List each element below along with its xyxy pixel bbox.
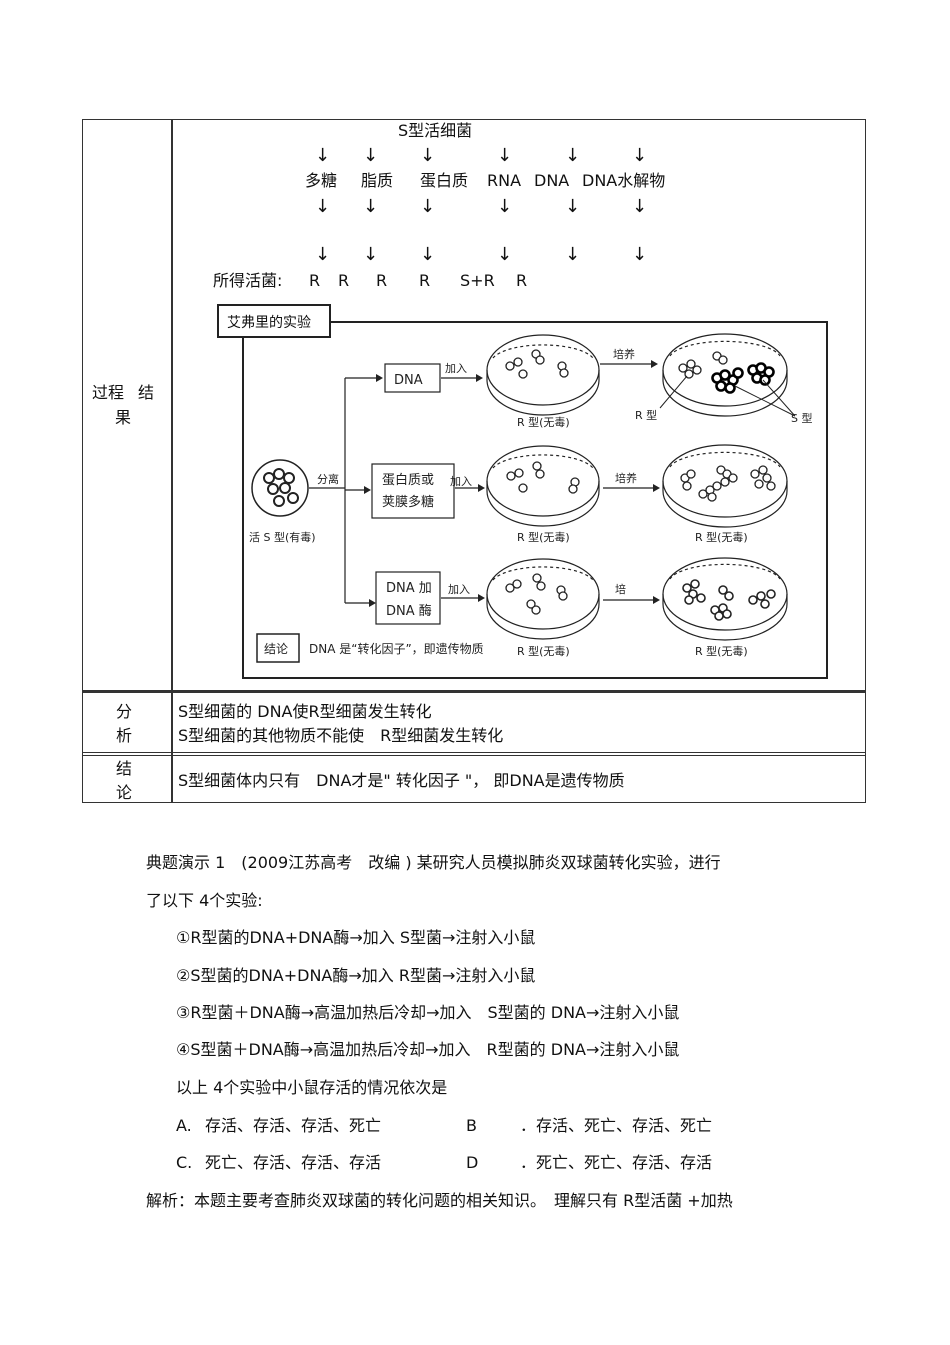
arrow-row2-1: ↓ bbox=[315, 196, 331, 217]
arrow-row2-4: ↓ bbox=[497, 196, 513, 217]
question-intro-line-2: 了以下 4个实验: bbox=[146, 891, 263, 910]
result-label-2: R 型(无毒) bbox=[695, 530, 748, 544]
avery-experiment-figure: 艾弗里的实验 活 S 型(有毒) 分离 DNA 蛋白质或 荚膜多糖 DNA 加 … bbox=[217, 304, 828, 679]
arrow-row2-5: ↓ bbox=[565, 196, 581, 217]
source-label: 活 S 型(有毒) bbox=[249, 530, 316, 544]
box-protein: 蛋白质或 bbox=[382, 472, 434, 488]
s-type-label: S 型 bbox=[791, 411, 812, 425]
survivor-5: S+R bbox=[460, 271, 495, 290]
table-row-divider-2 bbox=[82, 752, 866, 753]
component-rna: RNA bbox=[487, 171, 522, 190]
component-lipid: 脂质 bbox=[361, 171, 394, 190]
option-b-text: ．存活、死亡、存活、死亡 bbox=[520, 1116, 713, 1135]
conclusion-text: S型细菌体内只有 DNA才是" 转化因子 "， 即DNA是遗传物质 bbox=[178, 771, 625, 790]
row3-label-b: 论 bbox=[116, 783, 133, 802]
row3-label-a: 结 bbox=[116, 759, 133, 778]
culture-label-2: 培养 bbox=[615, 471, 637, 485]
arrow-row3-6: ↓ bbox=[632, 244, 648, 265]
dish-label-3: R 型(无毒) bbox=[517, 644, 570, 658]
question-item-1: ①R型菌的DNA+DNA酶→加入 S型菌→注射入小鼠 bbox=[176, 928, 536, 947]
arrow-row1-2: ↓ bbox=[363, 145, 379, 166]
arrow-row1-6: ↓ bbox=[632, 145, 648, 166]
arrow-row2-3: ↓ bbox=[420, 196, 436, 217]
survivor-1: R bbox=[309, 271, 321, 290]
figure-title: 艾弗里的实验 bbox=[227, 315, 311, 331]
option-d-letter: D bbox=[466, 1153, 479, 1172]
question-item-4: ④S型菌＋DNA酶→高温加热后冷却→加入 R型菌的 DNA→注射入小鼠 bbox=[176, 1040, 680, 1059]
conclusion-box-text: DNA 是“转化因子”，即遗传物质 bbox=[309, 641, 484, 656]
box-dnase: DNA 酶 bbox=[386, 603, 432, 619]
survivors-label: 所得活菌: bbox=[213, 271, 283, 290]
dish-label-1: R 型(无毒) bbox=[517, 415, 570, 429]
box-dna: DNA bbox=[394, 373, 423, 388]
arrow-row3-3: ↓ bbox=[420, 244, 436, 265]
survivor-3: R bbox=[376, 271, 388, 290]
question-prompt: 以上 4个实验中小鼠存活的情况依次是 bbox=[176, 1078, 448, 1097]
arrow-row1-3: ↓ bbox=[420, 145, 436, 166]
option-c-text: 死亡、存活、存活、存活 bbox=[205, 1153, 382, 1172]
box-dna-plus: DNA 加 bbox=[386, 581, 432, 596]
arrow-row2-6: ↓ bbox=[632, 196, 648, 217]
survivor-4: R bbox=[419, 271, 431, 290]
arrow-row3-2: ↓ bbox=[363, 244, 379, 265]
row2-label-a: 分 bbox=[116, 702, 133, 721]
analysis-line-2: S型细菌的其他物质不能使 R型细菌发生转化 bbox=[178, 726, 504, 745]
result-label-3: R 型(无毒) bbox=[695, 644, 748, 658]
row2-label-b: 析 bbox=[116, 726, 133, 745]
arrow-row3-5: ↓ bbox=[565, 244, 581, 265]
component-protein: 蛋白质 bbox=[420, 171, 469, 190]
split-label: 分离 bbox=[317, 472, 339, 486]
component-polysaccharide: 多糖 bbox=[305, 171, 338, 190]
analysis-line-1: S型细菌的 DNA使R型细菌发生转化 bbox=[178, 702, 432, 721]
table-row-divider-3 bbox=[82, 755, 866, 756]
arrow-row1-4: ↓ bbox=[497, 145, 513, 166]
analysis-text: 解析：本题主要考查肺炎双球菌的转化问题的相关知识。 理解只有 R型活菌 +加热 bbox=[146, 1191, 733, 1210]
culture-label-3: 培 bbox=[615, 582, 626, 596]
option-d-text: ．死亡、死亡、存活、存活 bbox=[520, 1153, 713, 1172]
r-type-label: R 型 bbox=[635, 408, 657, 422]
culture-label-1: 培养 bbox=[613, 347, 635, 361]
question-intro-line-1: 典题演示 1 (2009江苏高考 改编 ) 某研究人员模拟肺炎双球菌转化实验，进… bbox=[146, 853, 721, 872]
top-label-s-type: S型活细菌 bbox=[398, 121, 473, 140]
arrow-row3-4: ↓ bbox=[497, 244, 513, 265]
arrow-row2-2: ↓ bbox=[363, 196, 379, 217]
question-item-3: ③R型菌＋DNA酶→高温加热后冷却→加入 S型菌的 DNA→注射入小鼠 bbox=[176, 1003, 680, 1022]
table-outer-border bbox=[82, 119, 866, 803]
dish-label-2: R 型(无毒) bbox=[517, 530, 570, 544]
survivor-2: R bbox=[338, 271, 350, 290]
option-b-letter: B bbox=[466, 1116, 477, 1135]
table-row-divider-1 bbox=[82, 690, 866, 693]
arrow-row1-1: ↓ bbox=[315, 145, 331, 166]
arrow-row3-1: ↓ bbox=[315, 244, 331, 265]
question-item-2: ②S型菌的DNA+DNA酶→加入 R型菌→注射入小鼠 bbox=[176, 966, 536, 985]
option-c-letter: C. bbox=[176, 1153, 193, 1172]
box-polysaccharide: 荚膜多糖 bbox=[382, 494, 434, 510]
table-column-divider bbox=[171, 119, 173, 803]
add-label-3: 加入 bbox=[448, 583, 470, 596]
row1-label-result-a: 结 bbox=[138, 383, 155, 402]
conclusion-box-label: 结论 bbox=[264, 642, 288, 656]
row1-label-result-b: 果 bbox=[115, 408, 132, 427]
add-label-1: 加入 bbox=[445, 362, 467, 375]
option-a-text: 存活、存活、存活、死亡 bbox=[205, 1116, 382, 1135]
survivor-6: R bbox=[516, 271, 528, 290]
component-dna: DNA bbox=[534, 171, 570, 190]
component-dna-hydrolysate: DNA水解物 bbox=[582, 171, 666, 190]
arrow-row1-5: ↓ bbox=[565, 145, 581, 166]
row1-label-process: 过程 bbox=[92, 383, 125, 402]
option-a-letter: A. bbox=[176, 1116, 192, 1135]
add-label-2: 加入 bbox=[450, 475, 472, 488]
